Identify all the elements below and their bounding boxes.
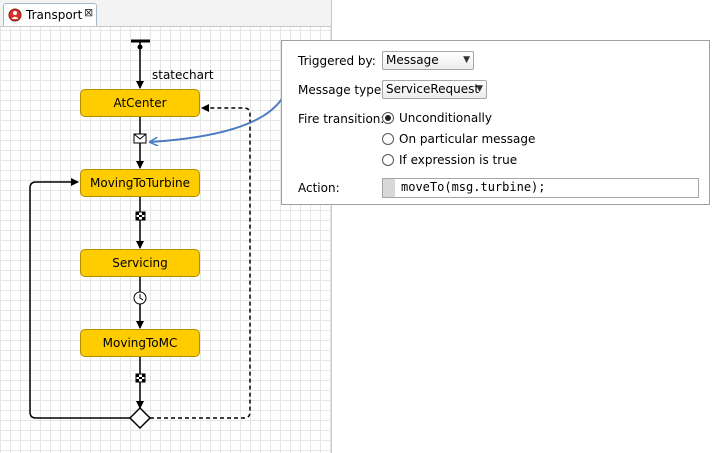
agent-type-icon xyxy=(8,8,22,22)
radio-label: Unconditionally xyxy=(399,111,492,125)
editor-tab-bar: Transport ⊠ xyxy=(0,0,332,27)
triggered-by-label: Triggered by: xyxy=(298,54,376,68)
envelope-icon xyxy=(133,133,147,144)
chevron-down-icon: ▼ xyxy=(463,55,470,65)
editor-gutter xyxy=(383,179,395,197)
radio-button[interactable] xyxy=(382,133,394,145)
fire-transition-label: Fire transition: xyxy=(298,112,385,126)
state-atcenter[interactable]: AtCenter xyxy=(80,89,200,117)
radio-button-checked[interactable] xyxy=(382,112,394,124)
action-label: Action: xyxy=(298,181,340,195)
statechart-name-label: statechart xyxy=(152,68,214,82)
transition-properties-panel: Triggered by: Message ▼ Message type: Se… xyxy=(281,40,710,205)
tab-label: Transport xyxy=(26,8,83,22)
action-code-text: moveTo(msg.turbine); xyxy=(401,180,546,194)
close-icon[interactable]: ⊠ xyxy=(84,6,94,19)
tab-transport[interactable]: Transport ⊠ xyxy=(3,3,97,26)
statechart-diagram xyxy=(29,39,251,430)
radio-label: If expression is true xyxy=(399,153,518,167)
branch-diamond xyxy=(128,406,152,430)
chevron-down-icon: ▼ xyxy=(476,84,483,94)
triggered-by-value: Message xyxy=(386,53,439,67)
action-code-field[interactable]: moveTo(msg.turbine); xyxy=(382,178,699,198)
finish-flag-icon xyxy=(135,373,146,383)
state-movingtoturbine[interactable]: MovingToTurbine xyxy=(80,169,200,197)
transition-loop-to-turbine xyxy=(29,178,130,419)
radio-button[interactable] xyxy=(382,154,394,166)
transition-default-to-center xyxy=(150,104,251,419)
entry-point-dot xyxy=(137,44,143,50)
radio-label: On particular message xyxy=(399,132,536,146)
message-type-value: ServiceRequest xyxy=(386,82,480,96)
clock-icon xyxy=(133,291,147,305)
message-type-select[interactable]: ServiceRequest ▼ xyxy=(382,80,487,99)
triggered-by-select[interactable]: Message ▼ xyxy=(382,51,474,70)
state-servicing[interactable]: Servicing xyxy=(80,249,200,277)
statechart-canvas[interactable]: statechart AtCenter MovingToTurbine Serv… xyxy=(0,27,332,453)
finish-flag-icon xyxy=(135,211,146,221)
message-type-label: Message type: xyxy=(298,83,386,97)
state-movingtomc[interactable]: MovingToMC xyxy=(80,329,200,357)
